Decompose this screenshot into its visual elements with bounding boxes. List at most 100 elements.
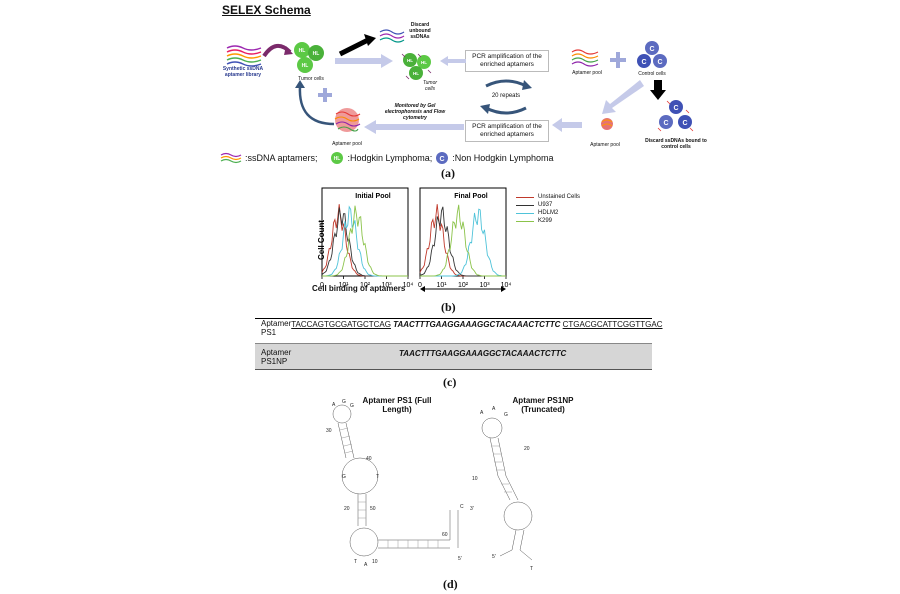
svg-text:T: T	[376, 474, 379, 480]
x-tick-label: 10³	[381, 282, 392, 289]
aptamer-pool-icon	[571, 49, 599, 67]
plot-title: Final Pool	[454, 193, 488, 200]
svg-text:3': 3'	[470, 506, 474, 512]
legend-hdlm2: HDLM2	[516, 209, 580, 217]
svg-text:10: 10	[372, 559, 378, 565]
svg-text:C: C	[657, 59, 662, 66]
x-tick-label: 10⁴	[501, 282, 512, 289]
svg-text:40: 40	[366, 456, 372, 462]
pcr-top-box: PCR amplification of the enriched aptame…	[465, 50, 549, 72]
c-cell-icon: C	[436, 152, 449, 164]
svg-text:C: C	[663, 120, 668, 127]
svg-text:C: C	[460, 504, 464, 510]
aptamer-pool-left-label: Aptamer pool	[332, 141, 362, 147]
legend-c: :Non Hodgkin Lymphoma	[452, 153, 554, 163]
series-k299	[420, 204, 506, 277]
x-tick-label: 10²	[360, 282, 371, 289]
svg-text:HL: HL	[413, 71, 419, 76]
svg-text:30: 30	[326, 428, 332, 434]
ssdna-icon	[220, 152, 242, 164]
x-axis-label: Cell binding of aptamers	[312, 284, 406, 293]
library-label: Synthetic ssDNA aptamer library	[222, 66, 264, 78]
svg-text:C: C	[641, 59, 646, 66]
svg-text:A: A	[492, 406, 496, 412]
legend-ssdna: :ssDNA aptamers;	[245, 153, 318, 163]
series-u937	[321, 207, 408, 277]
svg-text:20: 20	[524, 446, 530, 452]
discard-bound-label: Discard ssDNAs bound to control cells	[645, 138, 707, 150]
ssdna-library-icon	[226, 45, 262, 67]
x-tick-label: 10³	[479, 282, 490, 289]
x-tick-label: 10¹	[338, 282, 349, 289]
legend-unstained: Unstained Cells	[516, 193, 580, 201]
bound-tumor-cells-icon: HL HL HL	[401, 53, 432, 80]
svg-text:A: A	[480, 410, 484, 416]
table-row: Aptamer PS1NP TAACTTTGAAGGAAAGGCTACAAACT…	[255, 343, 652, 370]
panel-a-legend: :ssDNA aptamers; HL :Hodgkin Lymphoma; C…	[220, 151, 553, 165]
svg-text:G: G	[350, 403, 354, 409]
series-k299	[322, 205, 408, 277]
cycle-arrows-icon	[480, 79, 532, 115]
series-unstained-cells	[419, 204, 506, 277]
plot-frame	[419, 187, 507, 277]
arrow-icon	[262, 44, 293, 58]
svg-text:20: 20	[344, 506, 350, 512]
flow-arrow-icon	[364, 120, 464, 134]
x-tick-label: 0	[418, 282, 422, 289]
flow-arrow-icon	[335, 54, 393, 68]
row1-sequence: TACCAGTGCGATGCTCAG TAACTTTGAAGGAAAGGCTAC…	[291, 319, 662, 342]
seq-primer-3: CTGACGCATTCGGTTGAC	[562, 320, 663, 329]
table-top-rule	[255, 318, 652, 319]
svg-text:A: A	[332, 402, 336, 408]
svg-text:C: C	[673, 105, 678, 112]
ps1np-title: Aptamer PS1NP (Truncated)	[512, 396, 574, 414]
svg-text:60: 60	[442, 532, 448, 538]
x-tick-label: 0	[320, 282, 324, 289]
panel-b-legend: Unstained Cells U937 HDLM2 K299	[516, 193, 580, 225]
series-hdlm2	[321, 205, 408, 277]
bound-control-cells-icon: C C C	[657, 100, 694, 132]
panel-b-label: (b)	[441, 300, 456, 314]
svg-text:10: 10	[472, 476, 478, 482]
svg-text:HL: HL	[333, 156, 340, 162]
control-cells-label: Control cells	[638, 71, 666, 77]
panel-d-label: (d)	[443, 577, 458, 591]
aptamer-pool-right-label: Aptamer pool	[572, 70, 602, 76]
svg-text:C: C	[682, 120, 687, 127]
flow-arrow-icon	[440, 56, 466, 66]
row2-name: Aptamer PS1NP	[261, 348, 292, 366]
hl-tumor-cells-icon: HL HL HL	[294, 42, 324, 73]
double-arrow-icon	[420, 286, 506, 292]
row1-name: Aptamer PS1	[261, 319, 292, 337]
table-row: Aptamer PS1 TACCAGTGCGATGCTCAG TAACTTTGA…	[255, 319, 663, 342]
svg-text:HL: HL	[421, 60, 427, 65]
svg-text:5': 5'	[458, 556, 462, 562]
svg-text:HL: HL	[313, 51, 320, 57]
pcr-bottom-box: PCR amplification of the enriched aptame…	[465, 120, 549, 142]
svg-text:C: C	[649, 46, 654, 53]
svg-text:HL: HL	[302, 63, 309, 69]
flow-arrow-icon	[602, 80, 644, 114]
tumor-cells-label: Tumor cells	[298, 76, 324, 82]
tumor-cells-label-2: Tumor cells	[422, 80, 438, 92]
plot-frame	[321, 187, 409, 277]
control-cells-icon: C C C	[637, 41, 667, 68]
discarded-ssdna-icon	[379, 29, 405, 43]
x-tick-label: 10²	[458, 282, 469, 289]
svg-text:T: T	[354, 559, 357, 565]
svg-text:5': 5'	[492, 554, 496, 560]
aptamer-pool-icon	[334, 108, 361, 132]
monitored-label: Monitored by Gel electrophoresis and Flo…	[384, 103, 446, 121]
discard-arrow-icon	[650, 80, 666, 100]
seq-core: TAACTTTGAAGGAAAGGCTACAAACTCTTC	[393, 320, 561, 329]
plot-title: Initial Pool	[355, 193, 390, 200]
discard-unbound-label: Discard unbound ssDNAs	[409, 22, 431, 40]
panel-c-label: (c)	[443, 375, 457, 389]
plus-icon	[318, 88, 332, 102]
svg-text:HL: HL	[407, 58, 413, 63]
